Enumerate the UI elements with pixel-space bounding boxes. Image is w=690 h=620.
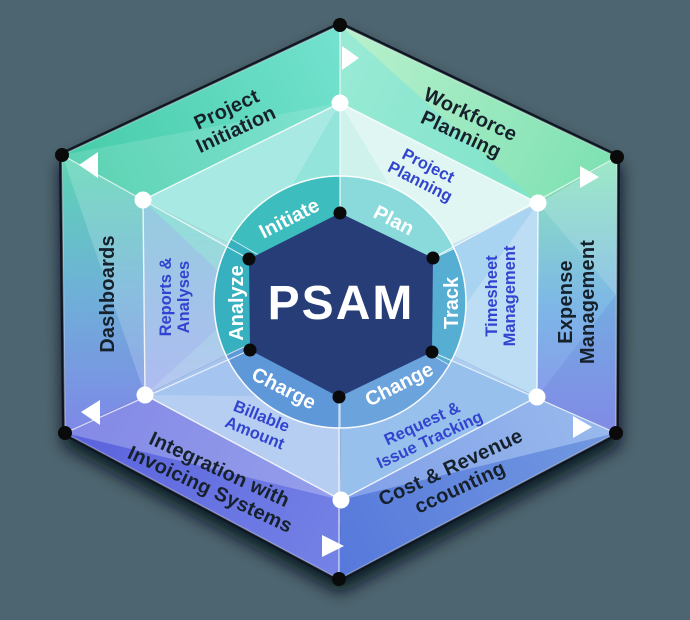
vertex-dot-icon [55, 148, 69, 162]
svg-text:Management: Management [501, 245, 519, 346]
vertex-dot-icon [426, 251, 440, 265]
vertex-dot-icon [331, 94, 349, 112]
facet [340, 103, 538, 258]
facet [62, 155, 145, 395]
inner-vertex-dots [242, 206, 440, 404]
outer-band-bottom-right [339, 397, 616, 579]
module-label-expense-management: Expense Management [555, 240, 599, 364]
arrow-left-icon [79, 152, 98, 178]
facet [65, 395, 341, 500]
arrow-right-icon [573, 416, 592, 438]
svg-text:Expense: Expense [555, 260, 577, 344]
outer-band-ring [62, 25, 617, 579]
center-hexagon [249, 213, 433, 397]
ring-label-analyze: Analyze [226, 265, 248, 341]
vertex-dot-icon [242, 252, 256, 266]
svg-text:Management: Management [577, 240, 599, 364]
vertex-dot-icon [332, 572, 346, 586]
svg-text:Timesheet: Timesheet [483, 255, 501, 337]
vertex-dot-icon [529, 194, 547, 212]
facet [538, 157, 617, 295]
vertex-dot-icon [134, 191, 152, 209]
facet [432, 203, 538, 397]
outer-band-left [62, 155, 145, 433]
facet [62, 103, 340, 200]
facet [143, 200, 249, 395]
svg-text:Analyses: Analyses [175, 261, 193, 333]
facet [339, 433, 616, 579]
vertex-dot-icon [58, 426, 72, 440]
outer-vertex-dots [55, 18, 624, 586]
arrow-right-icon [322, 535, 344, 557]
module-label-dashboards: Dashboards [97, 235, 119, 353]
vertex-dot-icon [333, 18, 347, 32]
vertex-dot-icon [528, 388, 546, 406]
corner-arrows [79, 46, 599, 557]
vertex-dot-icon [425, 345, 439, 359]
middle-vertex-dots [134, 94, 547, 509]
vertex-dot-icon [610, 150, 624, 164]
arrow-left-icon [81, 400, 100, 425]
facet-highlights [62, 25, 617, 579]
svg-text:Dashboards: Dashboards [97, 235, 119, 353]
facet [340, 25, 538, 203]
arrow-right-icon [580, 166, 599, 188]
vertex-dot-icon [243, 343, 257, 357]
feature-label-timesheet-management: Timesheet Management [483, 245, 519, 346]
outer-band-right [537, 157, 617, 433]
vertex-dot-icon [136, 386, 154, 404]
center-label: PSAM [268, 277, 415, 330]
outer-band-bottom-left [65, 395, 341, 579]
feature-label-reports-analyses: Reports & Analyses [157, 257, 193, 336]
vertex-dot-icon [332, 390, 346, 404]
ring-label-track: Track [441, 276, 463, 329]
outer-band-top-right [340, 25, 617, 203]
vertex-dot-icon [609, 426, 623, 440]
svg-text:Reports &: Reports & [157, 257, 175, 336]
outer-band-top-left [62, 25, 340, 200]
arrow-right-icon [342, 46, 359, 70]
vertex-dot-icon [332, 491, 350, 509]
vertex-dot-icon [333, 206, 347, 220]
facet [537, 295, 616, 433]
facet [143, 103, 340, 259]
facet [341, 397, 616, 500]
